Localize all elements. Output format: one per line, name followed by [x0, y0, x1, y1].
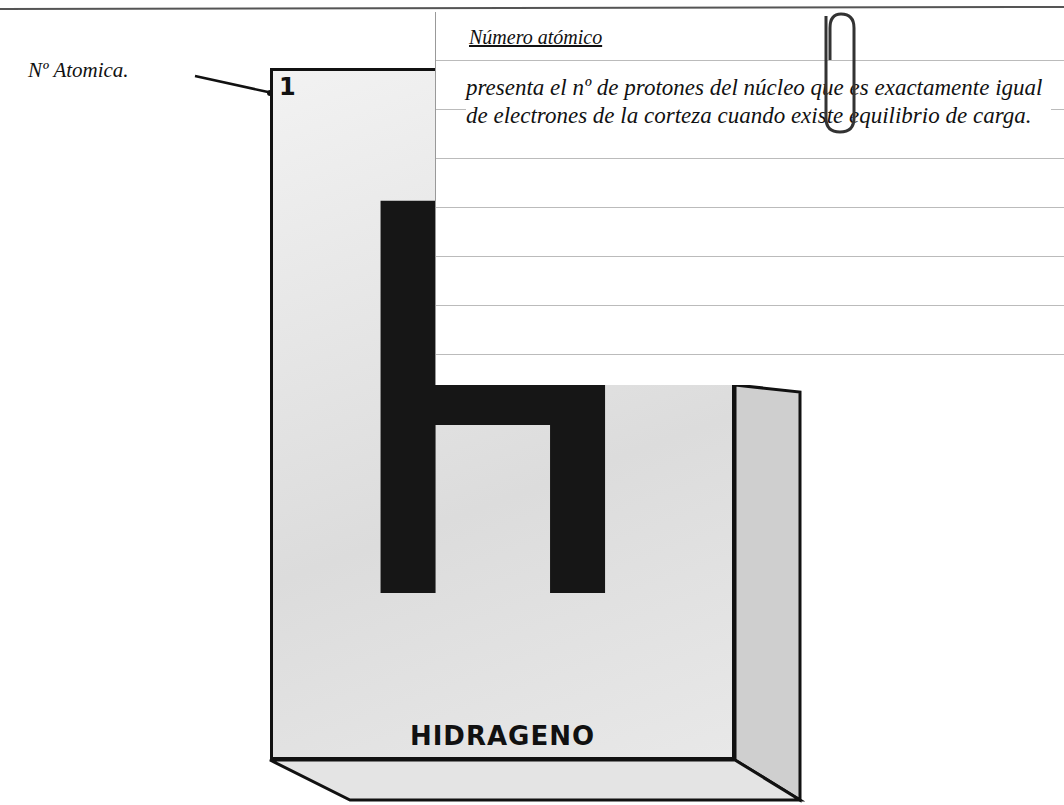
element-name: HIDRAGENO	[273, 721, 732, 751]
note-heading: Número atómico	[466, 26, 605, 49]
callout-label: Nº Atomica.	[28, 58, 129, 83]
note-card: Número atómico presenta el nº de protones…	[435, 12, 1064, 385]
atomic-number: 1	[279, 73, 296, 101]
note-body: presenta el nº de protones del núcleo qu…	[466, 74, 1051, 130]
tile-side-face	[735, 385, 800, 800]
tile-bottom-face	[270, 760, 800, 800]
page-edge-line	[0, 7, 1064, 9]
leader-line	[195, 76, 268, 92]
